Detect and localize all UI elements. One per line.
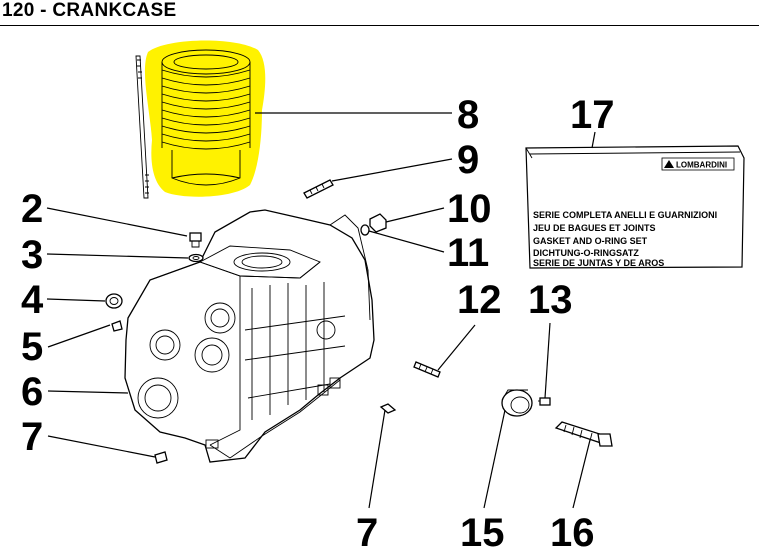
plug-part-2[interactable] [189,232,202,248]
callout-13: 13 [528,278,573,322]
callout-10: 10 [447,187,492,231]
callout-7-bottom: 7 [356,511,378,552]
stud-part-9[interactable] [303,179,334,199]
kit-label-line-1: SERIE COMPLETA ANELLI E GUARNIZIONI [533,210,717,220]
leader-lines [46,112,596,509]
callout-9: 9 [457,138,479,182]
crankcase-part-6[interactable] [124,209,375,463]
callout-5: 5 [21,325,43,369]
dowel-part-7-left[interactable] [154,451,168,464]
callout-15: 15 [460,511,505,552]
kit-package-outline [525,145,745,269]
cylinder-fins [161,69,251,150]
plug-part-10[interactable] [369,213,387,233]
kit-label-line-3: GASKET AND O-RING SET [533,236,648,246]
callout-4: 4 [21,278,44,322]
callout-numbers: 8 9 17 2 3 4 5 6 7 10 11 12 13 7 15 16 [21,93,615,552]
lombardini-logo [661,157,735,171]
plug-part-5[interactable] [111,320,123,332]
callout-6: 6 [21,370,43,414]
callout-12: 12 [457,278,502,322]
seal-part-4[interactable] [105,293,123,309]
cylinder-highlight [144,40,266,197]
page-title: 120 - CRANKCASE [2,0,177,21]
callout-16: 16 [550,511,595,552]
cylinder-stud [135,55,149,199]
kit-label-line-5: SERIE DE JUNTAS Y DE AROS [533,258,664,268]
callout-2: 2 [21,187,43,231]
valve-part-16[interactable] [554,421,613,447]
washer-part-11[interactable] [360,224,370,236]
kit-brand-text: LOMBARDINI [676,161,727,170]
cap-part-15[interactable] [501,389,533,417]
title-divider [0,25,759,26]
cylinder-part-8[interactable] [144,40,266,197]
gasket-kit-part-17[interactable]: LOMBARDINI SERIE COMPLETA ANELLI E GUARN… [525,145,745,269]
callout-3: 3 [21,233,43,277]
callout-8: 8 [457,93,479,137]
callout-17: 17 [570,93,615,137]
kit-label-line-4: DICHTUNG-O-RINGSATZ [533,248,639,258]
screw-part-13[interactable] [538,397,551,406]
callout-7-left: 7 [21,415,43,459]
washer-part-3[interactable] [188,253,204,263]
stud-part-12[interactable] [413,361,441,378]
callout-11: 11 [447,231,489,275]
kit-label-line-2: JEU DE BAGUES ET JOINTS [533,223,656,233]
dowel-part-7-right[interactable] [379,403,397,414]
